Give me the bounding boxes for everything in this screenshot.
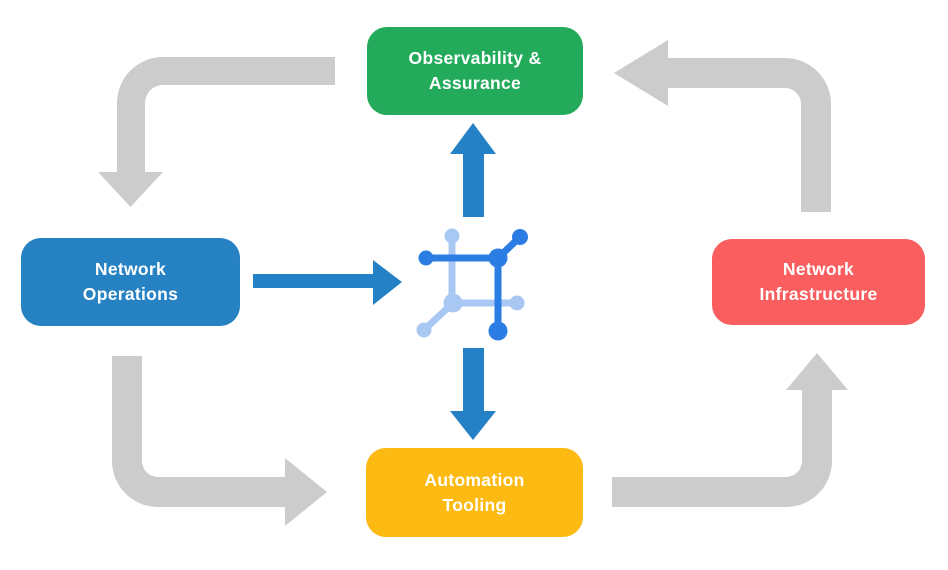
- icon-light-dot-top: [444, 228, 460, 244]
- node-network-operations: Network Operations: [21, 238, 240, 326]
- arrow-center-to-automation: [450, 348, 496, 440]
- node-operations-line1: Network: [94, 259, 167, 279]
- arrow-center-to-observability: [450, 123, 496, 217]
- flow-arrow-observability-to-operations: [98, 57, 335, 207]
- arrow-operations-to-center: [253, 260, 402, 305]
- node-automation-tooling: Automation Tooling: [366, 448, 583, 537]
- node-automation-line2: Tooling: [442, 494, 507, 515]
- network-mesh-icon: [416, 228, 528, 341]
- icon-bright-dot-left: [418, 250, 434, 266]
- icon-light-dot-right: [509, 295, 525, 311]
- node-observability-assurance: Observability & Assurance: [367, 27, 583, 115]
- node-infrastructure-line2: Infrastructure: [759, 284, 878, 304]
- flow-arrow-operations-to-automation: [112, 356, 327, 526]
- node-infrastructure-line1: Network: [782, 259, 855, 279]
- icon-light-dot-corner: [443, 293, 463, 313]
- node-network-infrastructure: Network Infrastructure: [712, 239, 925, 325]
- icon-bright-dot-bottom: [488, 321, 508, 341]
- node-observability-line2: Assurance: [428, 73, 522, 93]
- node-observability-line1: Observability &: [408, 48, 542, 68]
- icon-light-dot-diagonal: [416, 322, 432, 338]
- node-automation-line1: Automation: [424, 469, 525, 490]
- flow-arrow-infrastructure-to-observability: [614, 40, 831, 212]
- icon-bright-dot-diagonal: [512, 229, 528, 245]
- icon-bright-dot-corner: [488, 248, 508, 268]
- flow-arrow-automation-to-infrastructure: [612, 353, 848, 507]
- node-operations-line2: Operations: [82, 284, 179, 304]
